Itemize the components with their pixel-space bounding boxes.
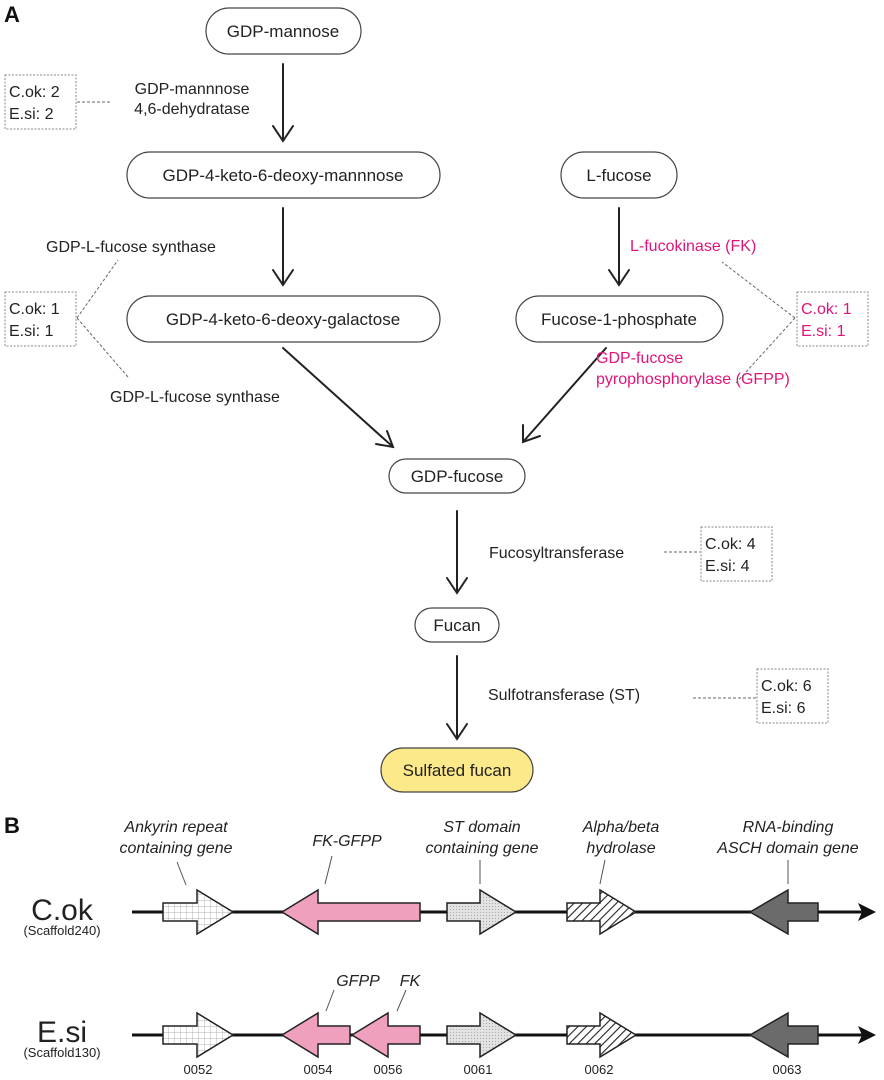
gene-label-gfpp: GFPP <box>336 973 380 990</box>
enzyme-fk: L-fucokinase (FK) <box>630 238 756 255</box>
enzyme-gfpp-line1: GDP-fucose <box>596 350 683 367</box>
locus-0063: 0063 <box>773 1062 802 1077</box>
node-sulfated-fucan: Sulfated fucan <box>380 747 534 793</box>
gene-arrow-asch-esi <box>748 1011 819 1059</box>
panel-label-b: B <box>4 813 20 838</box>
leader-alpha-beta <box>599 859 606 885</box>
count-gfs-esi: E.si: 1 <box>9 323 54 340</box>
gene-arrow-ankyrin-esi <box>162 1011 235 1059</box>
track-cok: C.ok (Scaffold240) <box>23 888 876 938</box>
gene-arrow-alpha-beta-esi <box>566 1011 638 1059</box>
gene-label-st-line2: containing gene <box>426 840 539 857</box>
locus-0054: 0054 <box>304 1062 333 1077</box>
gene-arrow-ankyrin-cok <box>162 888 235 936</box>
gene-label-rna-binding-line2: ASCH domain gene <box>716 840 859 857</box>
gene-label-alpha-beta-line2: hydrolase <box>586 840 655 857</box>
connector-gfs-1 <box>76 259 119 319</box>
arrow-fucose-1-phosphate-to-gdp-fucose <box>522 347 607 444</box>
count-gmd-esi: E.si: 2 <box>9 106 54 123</box>
gene-label-ankyrin-line1: Ankyrin repeat <box>123 819 228 836</box>
node-fucan: Fucan <box>414 607 500 643</box>
node-keto-galactose: GDP-4-keto-6-deoxy-galactose <box>126 295 441 343</box>
node-fucose-1-phosphate: Fucose-1-phosphate <box>515 295 724 343</box>
locus-0052: 0052 <box>184 1062 213 1077</box>
enzyme-gfs-2: GDP-L-fucose synthase <box>110 389 280 406</box>
count-fk-gfpp-esi: E.si: 1 <box>801 323 846 340</box>
count-st-esi: E.si: 6 <box>761 700 806 717</box>
node-keto-galactose-label: GDP-4-keto-6-deoxy-galactose <box>166 310 400 329</box>
node-gdp-fucose: GDP-fucose <box>388 458 526 494</box>
count-fk-gfpp-cok: C.ok: 1 <box>801 301 852 318</box>
species-label-cok: C.ok <box>31 894 94 927</box>
leader-fk-gfpp <box>324 855 333 885</box>
arrow-l-fucose-to-fucose-1-phosphate <box>608 207 630 287</box>
enzyme-fucosyltransferase: Fucosyltransferase <box>489 545 624 562</box>
count-fut-cok: C.ok: 4 <box>705 536 756 553</box>
panel-label-a: A <box>4 2 20 27</box>
gene-arrow-gfpp-esi <box>280 1011 351 1059</box>
node-l-fucose-label: L-fucose <box>586 166 651 185</box>
gene-label-fk: FK <box>400 973 422 990</box>
connector-fk <box>721 261 796 319</box>
connector-gfs-2 <box>76 317 129 378</box>
leader-gfpp <box>325 989 335 1012</box>
enzyme-gmd-line1: GDP-mannnose <box>135 81 250 98</box>
gene-arrow-asch-cok <box>748 888 819 936</box>
gene-label-st-line1: ST domain <box>443 819 520 836</box>
gene-label-alpha-beta-line1: Alpha/beta <box>582 819 660 836</box>
node-fucose-1-phosphate-label: Fucose-1-phosphate <box>541 310 697 329</box>
leader-ankyrin <box>176 861 187 886</box>
scaffold-arrowhead-esi <box>858 1026 876 1044</box>
count-box-fut: C.ok: 4 E.si: 4 <box>700 526 773 582</box>
gene-arrow-st-esi <box>446 1011 518 1059</box>
scaffold-label-cok: (Scaffold240) <box>23 923 100 938</box>
node-l-fucose: L-fucose <box>560 151 678 199</box>
arrow-fucan-to-sulfated-fucan <box>446 655 468 741</box>
count-gfs-cok: C.ok: 1 <box>9 301 60 318</box>
node-gdp-mannose-label: GDP-mannose <box>227 22 339 41</box>
arrow-gdp-mannose-to-keto-mannose <box>272 63 294 143</box>
node-sulfated-fucan-label: Sulfated fucan <box>403 761 512 780</box>
locus-0056: 0056 <box>374 1062 403 1077</box>
count-box-gmd: C.ok: 2 E.si: 2 <box>4 74 77 130</box>
gene-arrow-fk-esi <box>350 1011 421 1059</box>
locus-0062: 0062 <box>585 1062 614 1077</box>
node-fucan-label: Fucan <box>433 616 480 635</box>
arrow-gdp-fucose-to-fucan <box>446 510 468 595</box>
enzyme-gmd-line2: 4,6-dehydratase <box>134 101 250 118</box>
gene-arrow-st-cok <box>446 888 518 936</box>
enzyme-gfpp-line2: pyrophosphorylase (GFPP) <box>596 371 790 388</box>
arrow-keto-mannose-to-keto-galactose <box>272 207 294 287</box>
enzyme-sulfotransferase: Sulfotransferase (ST) <box>488 687 640 704</box>
count-box-fk-gfpp: C.ok: 1 E.si: 1 <box>796 291 869 347</box>
track-esi: E.si (Scaffold130) 0052 0054 0056 0061 0… <box>23 1011 876 1077</box>
enzyme-gfs-1: GDP-L-fucose synthase <box>46 239 216 256</box>
scaffold-arrowhead-cok <box>858 903 876 921</box>
arrow-keto-galactose-to-gdp-fucose <box>282 347 395 449</box>
node-keto-mannose: GDP-4-keto-6-deoxy-mannnose <box>126 151 441 199</box>
count-box-gfs: C.ok: 1 E.si: 1 <box>4 291 77 347</box>
leader-fk <box>396 989 407 1012</box>
count-st-cok: C.ok: 6 <box>761 678 812 695</box>
node-gdp-mannose: GDP-mannose <box>205 7 362 55</box>
count-fut-esi: E.si: 4 <box>705 558 750 575</box>
count-box-st: C.ok: 6 E.si: 6 <box>756 668 829 724</box>
count-gmd-cok: C.ok: 2 <box>9 84 60 101</box>
scaffold-label-esi: (Scaffold130) <box>23 1045 100 1060</box>
gene-label-fk-gfpp: FK-GFPP <box>312 833 382 850</box>
node-keto-mannose-label: GDP-4-keto-6-deoxy-mannnose <box>163 166 404 185</box>
gene-arrow-alpha-beta-cok <box>566 888 638 936</box>
species-label-esi: E.si <box>37 1016 87 1049</box>
gene-arrow-fk-gfpp-cok <box>280 888 421 936</box>
node-gdp-fucose-label: GDP-fucose <box>411 467 504 486</box>
gene-label-ankyrin-line2: containing gene <box>120 840 233 857</box>
gene-label-rna-binding-line1: RNA-binding <box>743 819 834 836</box>
locus-0061: 0061 <box>464 1062 493 1077</box>
